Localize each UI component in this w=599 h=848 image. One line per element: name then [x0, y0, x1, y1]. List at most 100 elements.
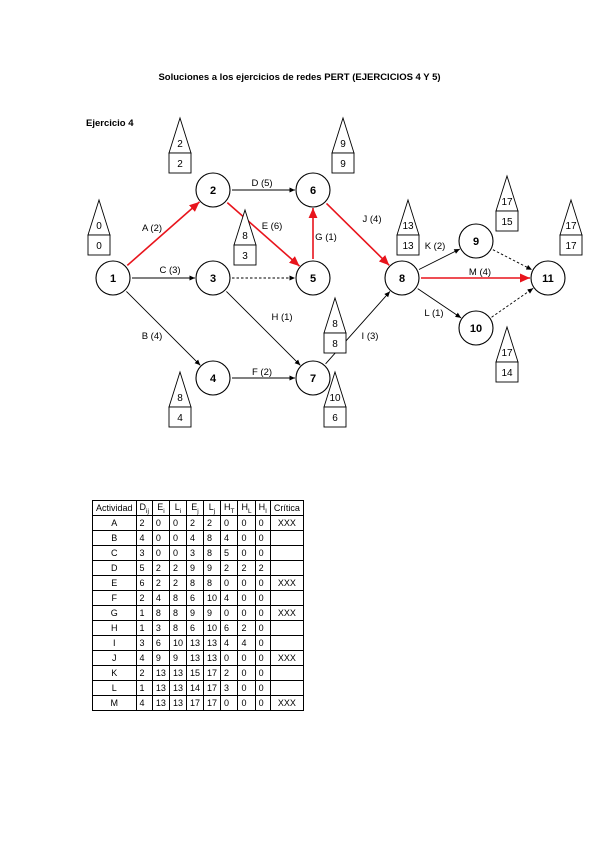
node-3-late-time: 3 — [242, 251, 248, 262]
critical-cell — [269, 665, 304, 681]
critical-cell — [269, 590, 304, 606]
node-4-early-time: 8 — [177, 393, 183, 404]
node-2-early-time: 2 — [177, 139, 183, 150]
value-cell: 4 — [219, 530, 239, 546]
node-3-early-time: 8 — [242, 231, 248, 242]
node-6-early-time: 9 — [340, 139, 346, 150]
value-cell: 1 — [135, 605, 153, 621]
activity-cell: B — [92, 530, 137, 546]
value-cell: 9 — [202, 605, 221, 621]
critical-cell: XXX — [269, 605, 304, 621]
value-cell: 8 — [168, 620, 187, 636]
header-ej: Ej — [185, 500, 204, 516]
node-7-early-time: 10 — [329, 393, 341, 404]
header-ht: HT — [219, 500, 239, 516]
value-cell: 9 — [168, 650, 187, 666]
value-cell: 1 — [135, 620, 153, 636]
header-lj: Lj — [202, 500, 221, 516]
node-7-times: 106 — [323, 370, 347, 428]
value-cell: 0 — [219, 695, 239, 711]
node-10-circle — [458, 310, 494, 346]
node-1-times: 00 — [87, 198, 111, 256]
node-9-late-time: 15 — [501, 217, 513, 228]
activity-arrow-h — [226, 291, 301, 366]
value-cell: 1 — [135, 680, 153, 696]
value-cell: 2 — [202, 515, 221, 531]
node-5-circle — [295, 260, 331, 296]
value-cell: 13 — [185, 635, 204, 651]
value-cell: 2 — [254, 560, 271, 576]
value-cell: 2 — [168, 575, 187, 591]
value-cell: 0 — [237, 545, 256, 561]
value-cell: 10 — [202, 590, 221, 606]
activity-arrow-dummy-9-11 — [492, 249, 533, 271]
value-cell: 13 — [185, 650, 204, 666]
activity-label-a: A (2) — [142, 223, 162, 234]
activity-cell: L — [92, 680, 137, 696]
value-cell: 0 — [254, 635, 271, 651]
value-cell: 0 — [237, 680, 256, 696]
node-10-id: 10 — [470, 323, 482, 335]
value-cell: 2 — [135, 515, 153, 531]
activity-label-d: D (5) — [251, 178, 272, 189]
activity-cell: H — [92, 620, 137, 636]
header-actividad: Actividad — [92, 500, 137, 516]
value-cell: 2 — [168, 560, 187, 576]
node-3-late-box — [233, 244, 257, 266]
node-5-early-time: 8 — [332, 319, 338, 330]
node-4-late-time: 4 — [177, 413, 183, 424]
node-1-circle — [95, 260, 131, 296]
critical-cell: XXX — [269, 515, 304, 531]
activity-cell: J — [92, 650, 137, 666]
node-4-late-box — [168, 406, 192, 428]
value-cell: 8 — [202, 575, 221, 591]
node-1-late-box — [87, 234, 111, 256]
node-8-late-time: 13 — [402, 241, 414, 252]
value-cell: 0 — [254, 650, 271, 666]
activity-arrow-e — [226, 201, 301, 267]
activity-cell: A — [92, 515, 137, 531]
node-5-times: 88 — [323, 296, 347, 354]
node-8-early-time: 13 — [402, 221, 414, 232]
value-cell: 2 — [237, 620, 256, 636]
value-cell: 0 — [237, 605, 256, 621]
value-cell: 2 — [219, 665, 239, 681]
value-cell: 3 — [185, 545, 204, 561]
value-cell: 0 — [254, 515, 271, 531]
value-cell: 4 — [135, 530, 153, 546]
value-cell: 0 — [219, 515, 239, 531]
value-cell: 0 — [237, 695, 256, 711]
value-cell: 14 — [185, 680, 204, 696]
header-hi: HI — [254, 500, 271, 516]
critical-cell — [269, 530, 304, 546]
node-3-circle — [195, 260, 231, 296]
node-9-early-time: 17 — [501, 197, 513, 208]
value-cell: 2 — [151, 575, 170, 591]
value-cell: 2 — [185, 515, 204, 531]
value-cell: 0 — [237, 650, 256, 666]
node-3-id: 3 — [210, 273, 216, 285]
value-cell: 17 — [202, 665, 221, 681]
activity-cell: D — [92, 560, 137, 576]
header-li: Li — [168, 500, 187, 516]
value-cell: 13 — [168, 695, 187, 711]
activity-cell: I — [92, 635, 137, 651]
value-cell: 0 — [237, 515, 256, 531]
value-cell: 2 — [151, 560, 170, 576]
activity-label-l: L (1) — [424, 308, 443, 319]
node-11-late-box — [559, 234, 583, 256]
value-cell: 4 — [135, 650, 153, 666]
node-3-times: 83 — [233, 208, 257, 266]
value-cell: 13 — [202, 635, 221, 651]
value-cell: 4 — [237, 635, 256, 651]
node-6-late-box — [331, 152, 355, 174]
value-cell: 17 — [202, 680, 221, 696]
node-4-id: 4 — [210, 373, 217, 385]
activity-cell: K — [92, 665, 137, 681]
node-6-late-time: 9 — [340, 159, 346, 170]
value-cell: 0 — [254, 620, 271, 636]
